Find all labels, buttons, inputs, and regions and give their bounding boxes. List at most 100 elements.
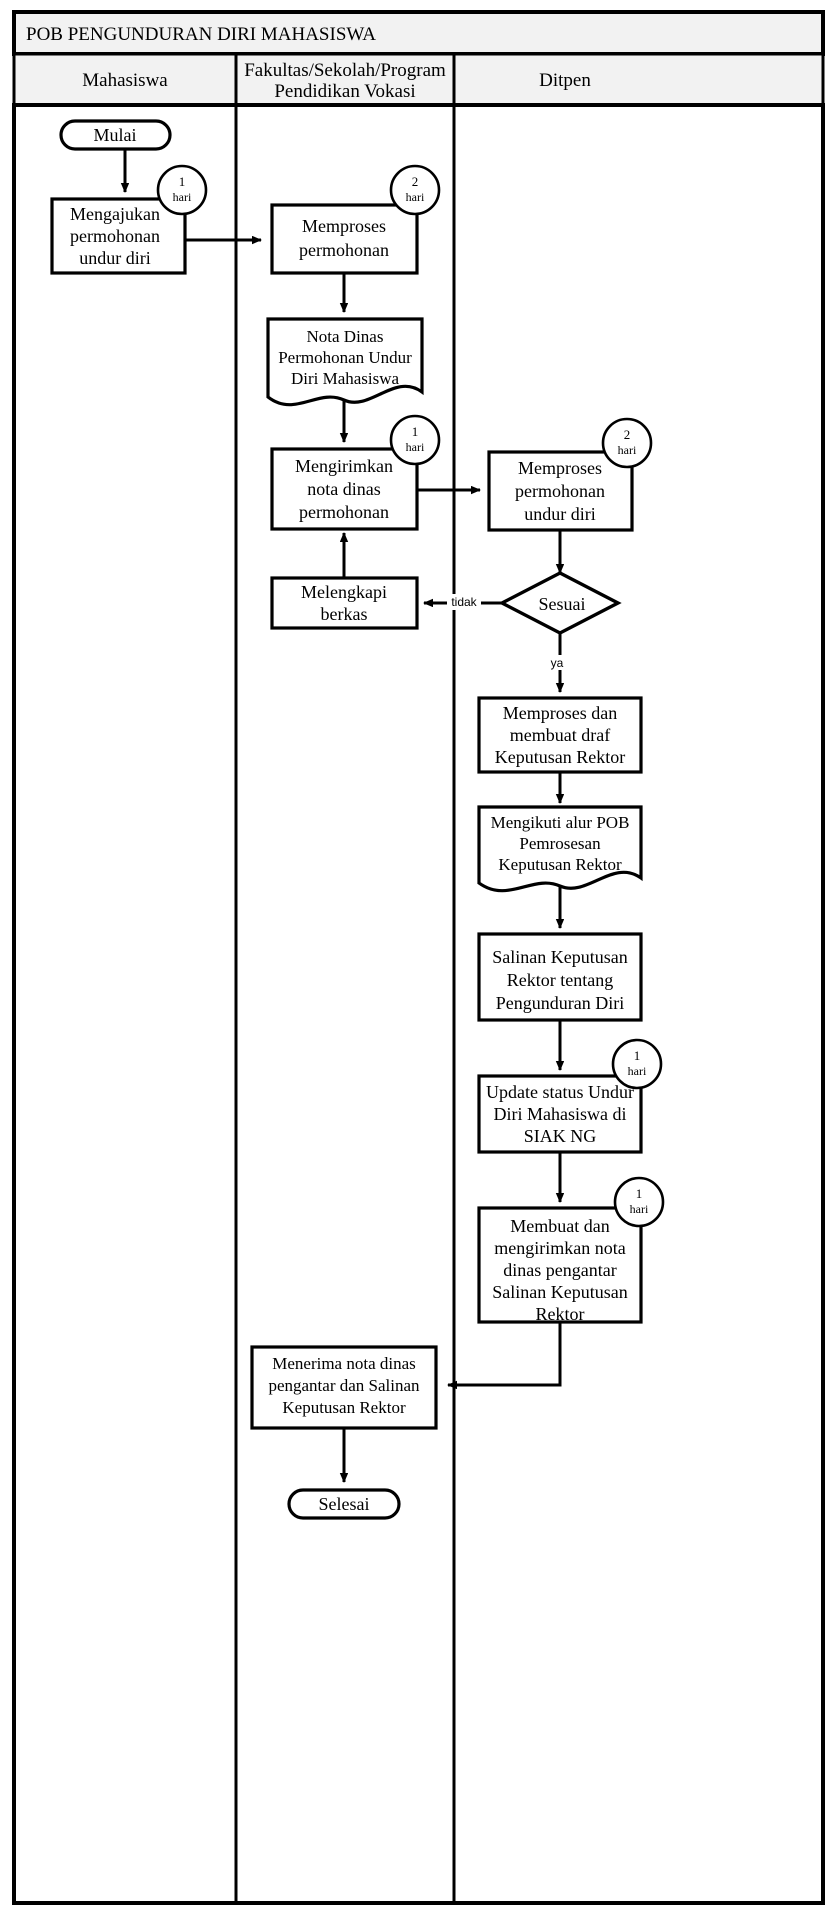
end-terminator-shape xyxy=(287,1488,401,1520)
mengirimkan-duration-badge xyxy=(389,414,441,466)
memproses-permohonan-duration-value: 2 xyxy=(412,174,419,189)
salinan-keputusan-line-3: Pengunduran Diri xyxy=(496,993,624,1013)
memproses-undur-duration-value: 2 xyxy=(624,427,631,442)
page-title: POB PENGUNDURAN DIRI MAHASISWA xyxy=(26,24,376,45)
alur-pob-line-1: Mengikuti alur POB xyxy=(491,813,630,832)
salinan-keputusan-line-2: Rektor tentang xyxy=(507,970,613,990)
edge-labels-group: tidak ya xyxy=(447,594,566,670)
lane-label-ditpen: Ditpen xyxy=(539,70,591,91)
membuat-nota-line-5: Rektor xyxy=(536,1304,585,1324)
nota-dinas-line-2: Permohonan Undur xyxy=(278,348,412,367)
node-memproses-undur-diri[interactable]: Memproses permohonan undur diri 2 hari xyxy=(487,417,653,532)
membuat-nota-duration-unit: hari xyxy=(630,1202,649,1216)
memproses-permohonan-line-2: permohonan xyxy=(299,240,389,260)
lane-label-mahasiswa: Mahasiswa xyxy=(82,70,168,91)
update-siak-box xyxy=(477,1074,643,1154)
draf-keputusan-box xyxy=(477,696,643,774)
mengirimkan-box xyxy=(270,447,419,531)
mengirimkan-line-2: nota dinas xyxy=(307,479,381,499)
nota-dinas-line-1: Nota Dinas xyxy=(307,327,384,346)
alur-pob-line-2: Pemrosesan xyxy=(519,834,601,853)
alur-pob-doc-shape xyxy=(477,805,643,893)
membuat-nota-box xyxy=(477,1206,643,1324)
membuat-nota-duration-badge xyxy=(613,1176,665,1228)
mengajukan-line-2: permohonan xyxy=(70,226,160,246)
memproses-permohonan-box xyxy=(270,203,419,275)
node-nota-dinas-document[interactable]: Nota Dinas Permohonan Undur Diri Mahasis… xyxy=(266,317,424,407)
mengajukan-duration-unit: hari xyxy=(173,190,192,204)
sesuai-diamond-shape xyxy=(498,571,622,635)
mengajukan-line-1: Mengajukan xyxy=(70,204,160,224)
start-terminator-shape xyxy=(59,119,172,151)
membuat-nota-line-2: mengirimkan nota xyxy=(494,1238,625,1258)
update-siak-line-2: Diri Mahasiswa di xyxy=(494,1104,627,1124)
edge-label-tidak: tidak xyxy=(451,595,477,609)
draf-keputusan-line-1: Memproses dan xyxy=(503,703,617,723)
frame-group: POB PENGUNDURAN DIRI MAHASISWA Mahasiswa… xyxy=(12,10,825,1905)
start-label: Mulai xyxy=(94,125,137,145)
membuat-nota-line-3: dinas pengantar xyxy=(503,1260,616,1280)
update-siak-duration-badge xyxy=(611,1038,663,1090)
node-membuat-nota-pengantar[interactable]: Membuat dan mengirimkan nota dinas penga… xyxy=(477,1176,665,1324)
node-alur-pob-document[interactable]: Mengikuti alur POB Pemrosesan Keputusan … xyxy=(477,805,643,893)
alur-pob-line-3: Keputusan Rektor xyxy=(498,855,622,874)
memproses-undur-box xyxy=(487,450,634,532)
salinan-keputusan-box xyxy=(477,932,643,1022)
node-memproses-permohonan[interactable]: Memproses permohonan 2 hari xyxy=(270,164,441,275)
edge-label-ya: ya xyxy=(551,656,564,670)
menerima-nota-box xyxy=(250,1345,438,1430)
flow-body-frame xyxy=(12,103,825,1905)
menerima-nota-line-1: Menerima nota dinas xyxy=(272,1354,416,1373)
lane-label-fakultas-line2: Pendidikan Vokasi xyxy=(274,81,415,102)
end-label: Selesai xyxy=(319,1494,370,1514)
mengirimkan-duration-value: 1 xyxy=(412,424,419,439)
memproses-undur-line-3: undur diri xyxy=(524,504,596,524)
node-menerima-nota[interactable]: Menerima nota dinas pengantar dan Salina… xyxy=(250,1345,438,1430)
membuat-nota-duration-value: 1 xyxy=(636,1186,643,1201)
memproses-undur-line-1: Memproses xyxy=(518,458,602,478)
melengkapi-line-2: berkas xyxy=(321,604,368,624)
node-start[interactable]: Mulai xyxy=(59,119,172,151)
edge-label-ya-bg xyxy=(546,655,566,670)
lane-header-ditpen xyxy=(452,52,825,107)
update-siak-line-1: Update status Undur xyxy=(486,1082,634,1102)
node-end[interactable]: Selesai xyxy=(287,1488,401,1520)
draf-keputusan-line-2: membuat draf xyxy=(510,725,610,745)
edge-label-tidak-bg xyxy=(447,594,481,610)
mengirimkan-line-1: Mengirimkan xyxy=(295,456,393,476)
memproses-permohonan-line-1: Memproses xyxy=(302,216,386,236)
mengirimkan-duration-unit: hari xyxy=(406,440,425,454)
node-mengajukan-permohonan[interactable]: Mengajukan permohonan undur diri 1 hari xyxy=(50,164,208,275)
menerima-nota-line-2: pengantar dan Salinan xyxy=(268,1376,420,1395)
melengkapi-box xyxy=(270,576,419,630)
node-draf-keputusan[interactable]: Memproses dan membuat draf Keputusan Rek… xyxy=(477,696,643,774)
draf-keputusan-line-3: Keputusan Rektor xyxy=(495,747,625,767)
node-mengirimkan-nota-dinas[interactable]: Mengirimkan nota dinas permohonan 1 hari xyxy=(270,414,441,531)
node-update-siak[interactable]: Update status Undur Diri Mahasiswa di SI… xyxy=(477,1038,663,1154)
lane-label-fakultas-line1: Fakultas/Sekolah/Program xyxy=(244,60,446,81)
salinan-keputusan-line-1: Salinan Keputusan xyxy=(492,947,627,967)
menerima-nota-line-3: Keputusan Rektor xyxy=(282,1398,406,1417)
memproses-undur-line-2: permohonan xyxy=(515,481,605,501)
membuat-nota-line-1: Membuat dan xyxy=(510,1216,609,1236)
sesuai-label: Sesuai xyxy=(539,594,586,614)
melengkapi-line-1: Melengkapi xyxy=(301,582,387,602)
mengajukan-duration-badge xyxy=(156,164,208,216)
membuat-nota-line-4: Salinan Keputusan xyxy=(492,1282,627,1302)
node-melengkapi-berkas[interactable]: Melengkapi berkas xyxy=(270,576,419,630)
update-siak-line-3: SIAK NG xyxy=(524,1126,597,1146)
mengajukan-duration-value: 1 xyxy=(179,174,186,189)
node-salinan-keputusan[interactable]: Salinan Keputusan Rektor tentang Pengund… xyxy=(477,932,643,1022)
nota-dinas-line-3: Diri Mahasiswa xyxy=(291,369,400,388)
update-siak-duration-value: 1 xyxy=(634,1048,641,1063)
memproses-permohonan-duration-badge xyxy=(389,164,441,216)
update-siak-duration-unit: hari xyxy=(628,1064,647,1078)
memproses-permohonan-duration-unit: hari xyxy=(406,190,425,204)
memproses-undur-duration-badge xyxy=(601,417,653,469)
memproses-undur-duration-unit: hari xyxy=(618,443,637,457)
edge-membuat-to-menerima xyxy=(447,1322,562,1390)
nota-dinas-doc-shape xyxy=(266,317,424,407)
node-sesuai-decision[interactable]: Sesuai xyxy=(498,571,622,635)
